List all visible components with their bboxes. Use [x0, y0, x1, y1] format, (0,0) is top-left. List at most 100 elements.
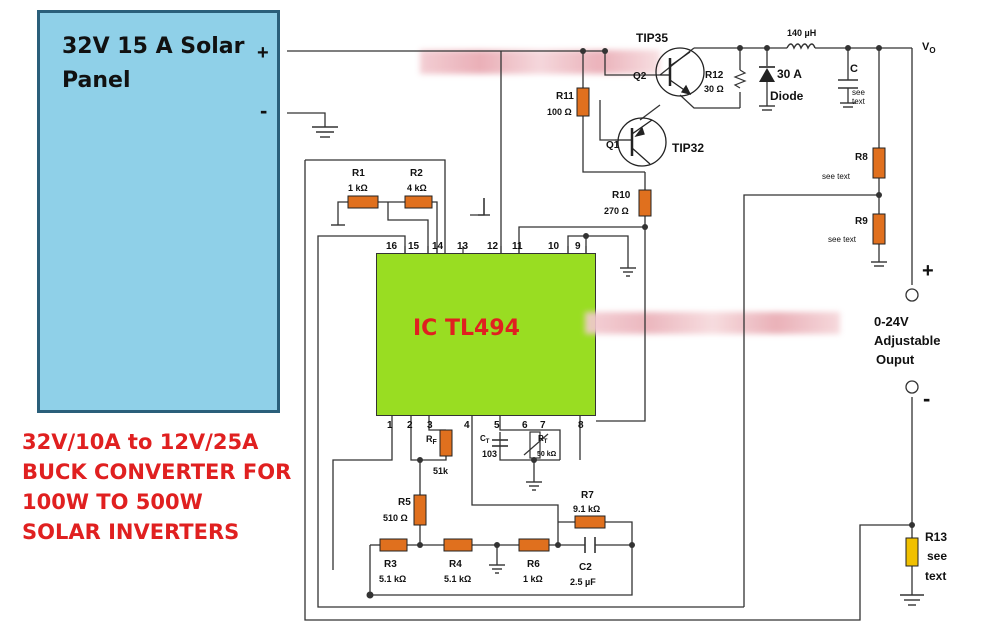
redacted-watermark-middle	[585, 312, 840, 334]
diode-label-line1: 30 A	[777, 67, 802, 81]
ic-pin-stubs	[404, 246, 587, 253]
cap-c-note-line1: see	[852, 88, 865, 97]
r8-label: R8	[855, 152, 868, 163]
c2-label: C2	[579, 562, 592, 573]
q2-label: Q2	[633, 71, 647, 82]
rf-value: 51k	[433, 466, 449, 476]
r2-label: R2	[410, 168, 423, 179]
heading-line3: 100W TO 500W	[22, 490, 203, 514]
r5-value: 510 Ω	[383, 513, 408, 523]
redacted-watermark-top	[420, 50, 660, 74]
rf-label: RF	[426, 434, 438, 446]
capacitors	[492, 79, 858, 553]
capacitor-ct	[492, 439, 508, 447]
rt-value: 50 kΩ	[537, 451, 557, 458]
resistor-r9	[872, 213, 886, 245]
r3-label: R3	[384, 559, 397, 570]
inductor-label: 140 µH	[787, 28, 816, 38]
diode-label-line2: Diode	[770, 89, 804, 103]
ct-value: 103	[482, 449, 497, 459]
resistor-r12	[733, 69, 747, 89]
r12-label: R12	[705, 70, 724, 81]
schematic-labels: + - 16 15 14 13 12 11 10 9 1 2 3 4 5 6 7…	[257, 28, 947, 587]
r8-value: see text	[822, 172, 851, 181]
resistor-r6	[518, 538, 550, 552]
r7-label: R7	[581, 490, 594, 501]
ic-pin-13: 13	[457, 241, 469, 252]
ic-tl494-label: IC TL494	[413, 316, 520, 341]
ic-pin-5: 5	[494, 420, 500, 431]
ground-icon	[526, 481, 542, 491]
ic-tl494-body	[376, 253, 596, 416]
cap-c-note-line2: text	[852, 97, 866, 106]
resistors	[347, 87, 919, 567]
resistor-r1	[347, 195, 379, 209]
resistor-r8	[872, 147, 886, 179]
q1-label: Q1	[606, 140, 620, 151]
ground-icon	[478, 198, 490, 216]
rt-label: RT	[538, 434, 548, 445]
resistor-r3	[379, 538, 408, 552]
terminals	[905, 288, 919, 394]
output-label-line1: 0-24V	[874, 314, 909, 329]
ground-icon	[620, 267, 636, 277]
ic-pin-4: 4	[464, 420, 470, 431]
capacitor-c	[838, 79, 858, 89]
circuit-heading: 32V/10A to 12V/25A BUCK CONVERTER FOR 10…	[22, 427, 291, 547]
solar-panel-title-line2: Panel	[62, 68, 131, 93]
ic-pin-7: 7	[540, 420, 546, 431]
ic-pin-1: 1	[387, 420, 393, 431]
ic-pin-11: 11	[512, 241, 523, 252]
r4-label: R4	[449, 559, 462, 570]
ground-icon	[312, 126, 338, 138]
ground-icon	[489, 564, 505, 574]
r1-value: 1 kΩ	[348, 183, 368, 193]
ic-pin-9: 9	[575, 241, 581, 252]
resistor-r4	[443, 538, 473, 552]
resistor-rf	[439, 429, 453, 457]
r3-value: 5.1 kΩ	[379, 574, 406, 584]
ic-pin-10: 10	[548, 241, 560, 252]
resistor-rt	[523, 431, 549, 459]
r11-label: R11	[556, 91, 574, 102]
r12-value: 30 Ω	[704, 84, 724, 94]
solar-panel: 32V 15 A Solar Panel	[37, 10, 280, 413]
output-label-line3: Ouput	[876, 352, 915, 367]
inductor-icon	[786, 43, 816, 50]
ic-pin-8: 8	[578, 420, 584, 431]
output-minus-terminal	[905, 380, 919, 394]
ground-icon	[871, 261, 887, 267]
ground-icon	[900, 594, 924, 606]
resistor-r2	[404, 195, 433, 209]
heading-line2: BUCK CONVERTER FOR	[22, 460, 292, 484]
ground-symbols	[312, 102, 924, 606]
output-plus-label: +	[922, 260, 934, 282]
r9-label: R9	[855, 216, 868, 227]
wires	[287, 47, 913, 621]
heading-line4: SOLAR INVERTERS	[22, 520, 240, 544]
heading-line1: 32V/10A to 12V/25A	[22, 430, 259, 454]
output-minus-label: -	[923, 386, 930, 411]
r10-label: R10	[612, 190, 631, 201]
output-label-line2: Adjustable	[874, 333, 940, 348]
resistor-r5	[413, 494, 427, 526]
transistor-q1	[615, 117, 667, 167]
output-plus-terminal	[905, 288, 919, 302]
ic-pin-12: 12	[487, 241, 499, 252]
ic-pin-6: 6	[522, 420, 528, 431]
resistor-r7	[574, 515, 606, 529]
panel-minus-label: -	[260, 98, 267, 123]
ic-pin-3: 3	[427, 420, 433, 431]
c2-value: 2.5 µF	[570, 577, 596, 587]
tip32-label: TIP32	[672, 141, 704, 155]
solar-panel-title-line1: 32V 15 A Solar	[62, 34, 245, 59]
r5-label: R5	[398, 497, 411, 508]
r7-value: 9.1 kΩ	[573, 504, 600, 514]
resistor-r13	[905, 537, 919, 567]
ground-icon	[759, 105, 775, 111]
junction-dots	[366, 45, 915, 599]
r2-value: 4 kΩ	[407, 183, 427, 193]
ic-pin-15: 15	[408, 241, 420, 252]
r11-value: 100 Ω	[547, 107, 572, 117]
